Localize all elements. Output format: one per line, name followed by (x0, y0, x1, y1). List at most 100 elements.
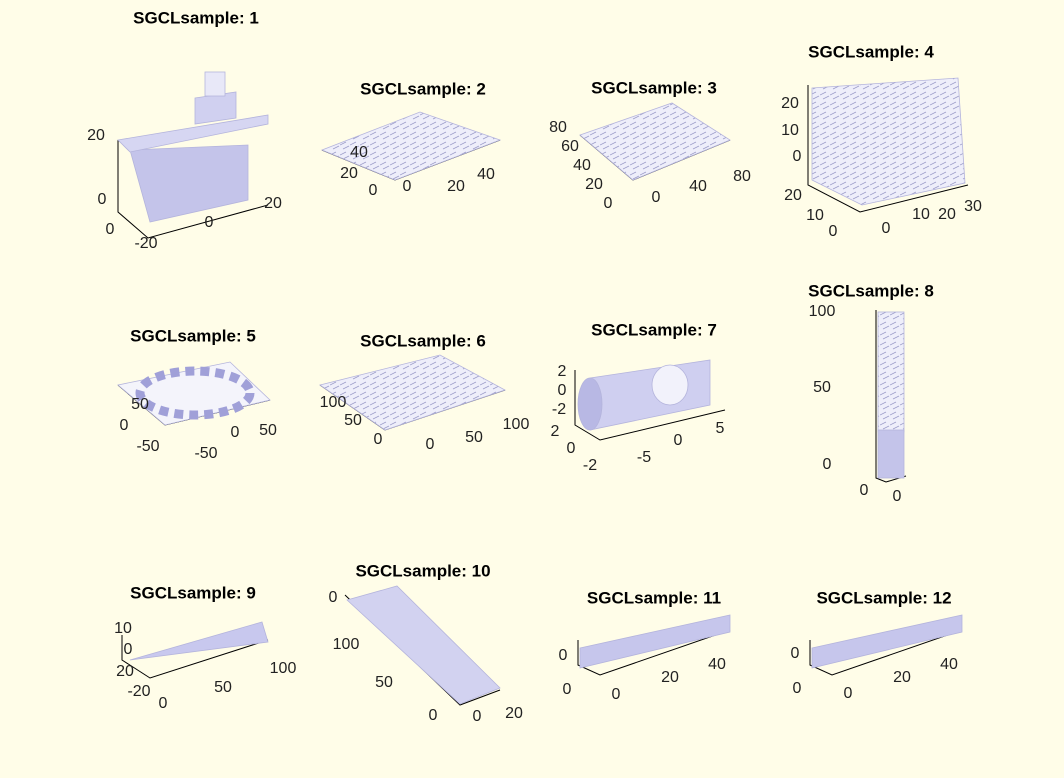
subplot-title: SGCLsample: 10 (355, 561, 491, 581)
tick-label: 10 (912, 206, 930, 223)
mesh-sample-11 (579, 614, 731, 669)
tick-label: 50 (214, 679, 232, 696)
subplot-title: SGCLsample: 2 (360, 79, 486, 99)
mesh-sample-12 (811, 614, 963, 669)
tick-label: 100 (502, 416, 530, 433)
tick-label: 0 (158, 695, 168, 712)
mesh-sample-5 (117, 361, 271, 426)
subplot-title: SGCLsample: 6 (360, 331, 486, 351)
tick-label: 0 (822, 456, 832, 473)
tick-label: 20 (264, 195, 282, 212)
tick-label: -50 (136, 438, 160, 455)
subplot-title: SGCLsample: 8 (808, 281, 934, 301)
tick-label: -5 (636, 449, 652, 466)
tick-label: 60 (561, 138, 579, 155)
tick-label: -20 (127, 683, 151, 700)
mesh-sample-4 (811, 77, 966, 206)
mesh-sample-2 (320, 111, 502, 181)
tick-label: 20 (938, 206, 956, 223)
tick-label: 0 (673, 432, 683, 449)
subplot-title: SGCLsample: 5 (130, 326, 256, 346)
tick-label: 0 (328, 589, 338, 606)
tick-label: 50 (131, 396, 149, 413)
tick-label: 0 (651, 189, 661, 206)
tick-label: 20 (784, 187, 802, 204)
tick-label: 30 (964, 198, 982, 215)
mesh-sample-6 (319, 354, 507, 431)
tick-label: -2 (582, 457, 598, 474)
tick-label: 0 (792, 680, 802, 697)
tick-label: 20 (781, 95, 799, 112)
tick-label: 2 (557, 363, 567, 380)
mesh-sample-9 (129, 621, 269, 661)
tick-label: 40 (940, 656, 958, 673)
tick-label: 20 (661, 669, 679, 686)
tick-label: 0 (790, 645, 800, 662)
tick-label: 10 (114, 620, 132, 637)
tick-label: 0 (859, 482, 869, 499)
tick-label: 100 (332, 636, 360, 653)
tick-label: 50 (813, 379, 831, 396)
mesh-sample-7 (577, 359, 711, 431)
tick-label: 50 (375, 674, 393, 691)
tick-label: 10 (781, 122, 799, 139)
tick-label: 80 (733, 168, 751, 185)
mesh-sample-3 (579, 102, 731, 181)
tick-label: 0 (472, 708, 482, 725)
tick-label: -20 (134, 235, 158, 252)
mesh-sample-8 (877, 311, 905, 479)
subplot-title: SGCLsample: 9 (130, 583, 256, 603)
tick-label: 100 (269, 660, 297, 677)
tick-label: 0 (566, 440, 576, 457)
tick-label: 20 (505, 705, 523, 722)
tick-label: 20 (447, 178, 465, 195)
tick-label: 0 (123, 641, 133, 658)
tick-label: 50 (259, 422, 277, 439)
tick-label: 0 (562, 681, 572, 698)
tick-label: 20 (87, 127, 105, 144)
tick-label: 40 (350, 144, 368, 161)
tick-label: 0 (892, 488, 902, 505)
tick-label: 0 (368, 182, 378, 199)
tick-label: 100 (808, 303, 836, 320)
tick-label: 0 (97, 191, 107, 208)
tick-label: -50 (194, 445, 218, 462)
tick-label: 0 (402, 178, 412, 195)
subplot-title: SGCLsample: 1 (133, 8, 259, 28)
tick-label: 40 (708, 656, 726, 673)
subplot-title: SGCLsample: 11 (586, 588, 722, 608)
tick-label: 20 (585, 176, 603, 193)
tick-label: 0 (557, 382, 567, 399)
tick-label: 0 (230, 424, 240, 441)
tick-label: 100 (319, 394, 347, 411)
tick-label: 20 (893, 669, 911, 686)
tick-label: 5 (715, 420, 725, 437)
tick-label: 0 (204, 214, 214, 231)
tick-label: 0 (428, 707, 438, 724)
tick-label: 0 (105, 221, 115, 238)
tick-label: 40 (689, 178, 707, 195)
tick-label: -2 (551, 401, 567, 418)
tick-label: 0 (843, 685, 853, 702)
tick-label: 0 (119, 417, 129, 434)
mesh-sample-1 (117, 71, 269, 223)
tick-label: 0 (603, 195, 613, 212)
tick-label: 0 (611, 686, 621, 703)
tick-label: 20 (116, 663, 134, 680)
tick-label: 0 (828, 223, 838, 240)
subplot-title: SGCLsample: 12 (816, 588, 952, 608)
tick-label: 40 (573, 157, 591, 174)
tick-label: 0 (881, 220, 891, 237)
tick-label: 0 (792, 148, 802, 165)
tick-label: 50 (465, 429, 483, 446)
tick-label: 20 (340, 165, 358, 182)
tick-label: 0 (425, 436, 435, 453)
tick-label: 10 (806, 207, 824, 224)
subplot-title: SGCLsample: 7 (591, 320, 717, 340)
subplot-title: SGCLsample: 3 (591, 78, 717, 98)
mesh-sample-10 (346, 585, 501, 705)
tick-label: 2 (550, 423, 560, 440)
tick-label: 80 (549, 119, 567, 136)
tick-label: 40 (477, 166, 495, 183)
